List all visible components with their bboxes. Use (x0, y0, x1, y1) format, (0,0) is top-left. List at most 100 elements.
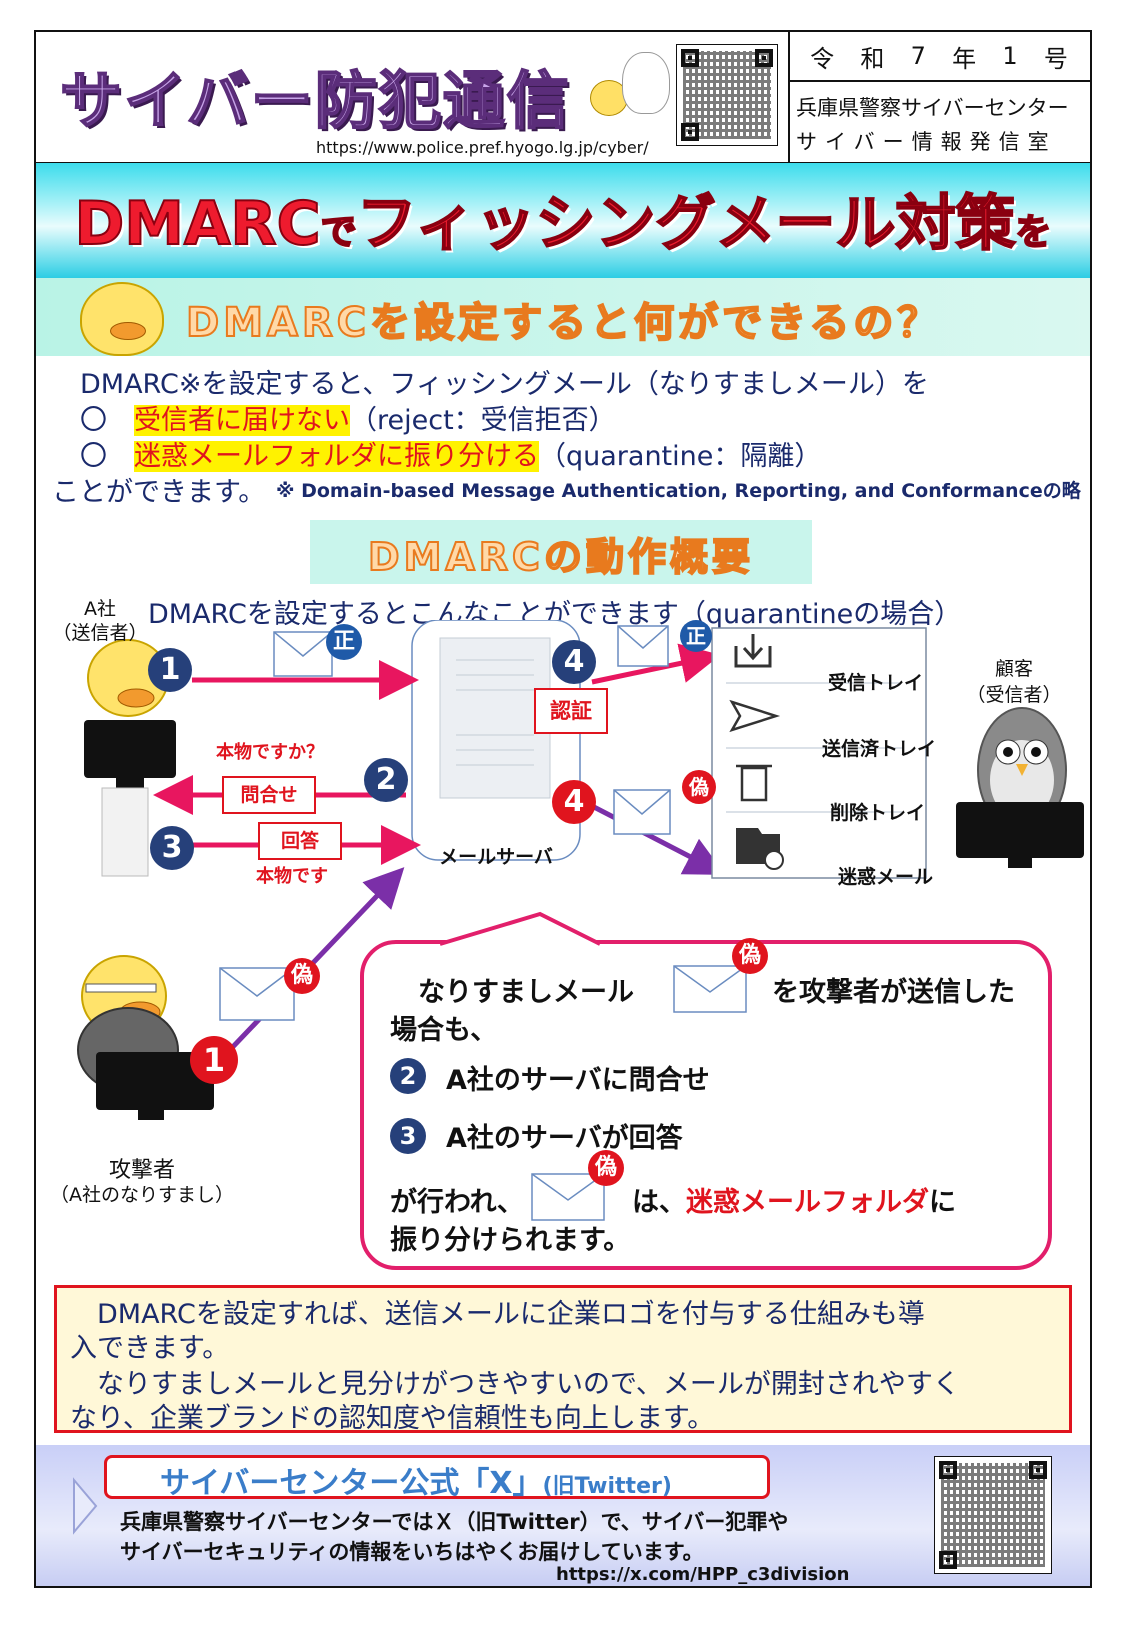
duck-mascot-small (590, 80, 628, 116)
masthead-title: サイバー防犯通信 (59, 63, 571, 138)
bubble-ni: に (929, 1187, 956, 1218)
receiver-owl (977, 707, 1067, 833)
office-name: サイバー情報発信室 (796, 130, 1057, 154)
highlight-reject: 受信者に届けない (134, 405, 350, 436)
dmarc-footnote: ※ Domain-based Message Authentication, R… (276, 480, 1081, 502)
brand-logo-note (54, 1285, 1072, 1433)
qr-code-website[interactable] (676, 44, 778, 146)
title-wo: を (1014, 211, 1052, 254)
bubble-step-2: 2 (390, 1058, 426, 1094)
fake-badge: 偽 (732, 938, 768, 974)
brand-note-line: なりすましメールと見分けがつきやすいので、メールが開封されやすく (70, 1369, 960, 1400)
fake-badge: 偽 (284, 958, 320, 994)
intro-end: ことができます。 (52, 477, 266, 508)
answer-text: 本物です (256, 866, 328, 887)
bullet-mark: 〇 (80, 441, 107, 472)
attacker-sublabel: （A社のなりすまし） (50, 1184, 234, 1206)
bubble-line1b: を攻撃者が送信した (772, 977, 1015, 1008)
inquiry-box: 問合せ (222, 776, 316, 814)
bubble-tail (439, 911, 601, 946)
arrow-deliver-spam (590, 803, 726, 875)
reject-label: （reject：受信拒否） (350, 405, 616, 436)
sent-tray-icon (729, 699, 781, 733)
tray-spam-label: 迷惑メール (838, 866, 934, 888)
sender-monitor (84, 720, 176, 778)
step-1-circle: 1 (148, 648, 192, 692)
mail-server-label: メールサーバ (439, 846, 553, 868)
inbox-tray-icon (734, 634, 772, 668)
bubble-line6: 振り分けられます。 (390, 1225, 631, 1256)
genuine-badge: 正 (680, 620, 712, 652)
sender-sublabel: （送信者） (52, 622, 148, 644)
step-4-fake-circle: 4 (552, 780, 596, 824)
footer-line: サイバーセキュリティの情報をいちはやくお届けしています。 (120, 1540, 704, 1564)
issue-char: 1 (1002, 42, 1036, 70)
bubble-step2-text: A社のサーバに問合せ (446, 1065, 710, 1096)
genuine-badge: 正 (326, 624, 362, 660)
title-band (36, 163, 1090, 278)
bubble-step3-text: A社のサーバが回答 (446, 1123, 683, 1154)
bubble-line5b: は、迷惑メールフォルダに (632, 1180, 956, 1219)
envelope-fake-icon (613, 789, 671, 835)
qr-code-x[interactable] (934, 1456, 1052, 1574)
envelope-fake-icon (219, 967, 295, 1021)
website-url[interactable]: https://www.police.pref.hyogo.lg.jp/cybe… (316, 138, 649, 157)
issue-char: 号 (1043, 44, 1086, 73)
receiver-monitor (956, 802, 1084, 858)
chevron-right-icon (73, 1477, 98, 1535)
envelope-fake-icon (673, 965, 747, 1013)
intro-bullet-reject: 〇 受信者に届けない（reject：受信拒否） (80, 398, 616, 437)
sender-duck (87, 639, 169, 717)
step-2-circle: 2 (364, 758, 408, 802)
title-main: フィッシングメール対策 (356, 188, 1017, 260)
receiver-label: 顧客 (994, 658, 1033, 680)
spam-folder-icon (736, 828, 784, 870)
envelope-fake-icon (531, 1173, 605, 1221)
issue-char: 和 (860, 44, 903, 73)
issue-info (788, 32, 1092, 162)
issue-number: 令 和 7 年 1 号 (788, 32, 1090, 82)
fake-badge: 偽 (588, 1150, 624, 1186)
x-title-box (104, 1455, 770, 1499)
fake-badge: 偽 (682, 770, 716, 804)
x-title-sub: (旧Twitter) (542, 1474, 672, 1499)
sender-server (101, 787, 149, 877)
issue-char: 年 (952, 44, 995, 73)
bubble-spam-folder: 迷惑メールフォルダ (686, 1187, 929, 1218)
attacker-label: 攻撃者 (108, 1158, 175, 1183)
title-de: で (320, 211, 358, 254)
server-rack-icon (439, 637, 551, 799)
intro-line: DMARC※を設定すると、フィッシングメール（なりすましメール）を (80, 369, 929, 400)
envelope-genuine-icon (617, 625, 669, 667)
trash-icon (736, 764, 772, 802)
dmarc-flow-diagram (77, 620, 1084, 1120)
bubble-wa: は、 (632, 1187, 686, 1218)
tray-sent-label: 送信済トレイ (822, 738, 937, 760)
x-title[interactable]: サイバーセンター公式「X」(旧Twitter) (160, 1458, 672, 1502)
quarantine-label: （quarantine：隔離） (539, 441, 822, 472)
step-4-genuine-circle: 4 (552, 640, 596, 684)
issue-char: 令 (810, 44, 853, 73)
receiver-sublabel: （受信者） (966, 684, 1062, 706)
overview-heading: DMARCの動作概要 (367, 534, 754, 580)
question-heading: DMARCを設定すると何ができるの？ (185, 299, 942, 347)
tray-inbox-label: 受信トレイ (828, 672, 924, 694)
x-url[interactable]: https://x.com/HPP_c3division (556, 1564, 850, 1585)
inquiry-question: 本物ですか？ (216, 742, 324, 763)
main-title: DMARCでフィッシングメール対策を (36, 175, 1090, 262)
attacker-monitor (96, 1052, 214, 1110)
intro-bullet-quarantine: 〇 迷惑メールフォルダに振り分ける（quarantine：隔離） (80, 434, 821, 473)
brand-note-line: 入できます。 (70, 1333, 230, 1364)
tray-trash-label: 削除トレイ (830, 802, 926, 824)
sender-label: A社 (84, 598, 116, 620)
page-frame (34, 30, 1092, 1588)
highlight-quarantine: 迷惑メールフォルダに振り分ける (134, 441, 539, 472)
overview-band (310, 520, 812, 584)
x-title-text: サイバーセンター公式「X」 (160, 1466, 543, 1501)
arrow-deliver-inbox (591, 643, 721, 685)
auth-box: 認証 (534, 688, 608, 734)
envelope-genuine-icon (273, 631, 333, 677)
brand-note-line: なり、企業ブランドの認知度や信頼性も向上します。 (70, 1403, 715, 1434)
department-name: 兵庫県警察サイバーセンター (796, 96, 1069, 120)
issue-char: 7 (910, 42, 944, 70)
